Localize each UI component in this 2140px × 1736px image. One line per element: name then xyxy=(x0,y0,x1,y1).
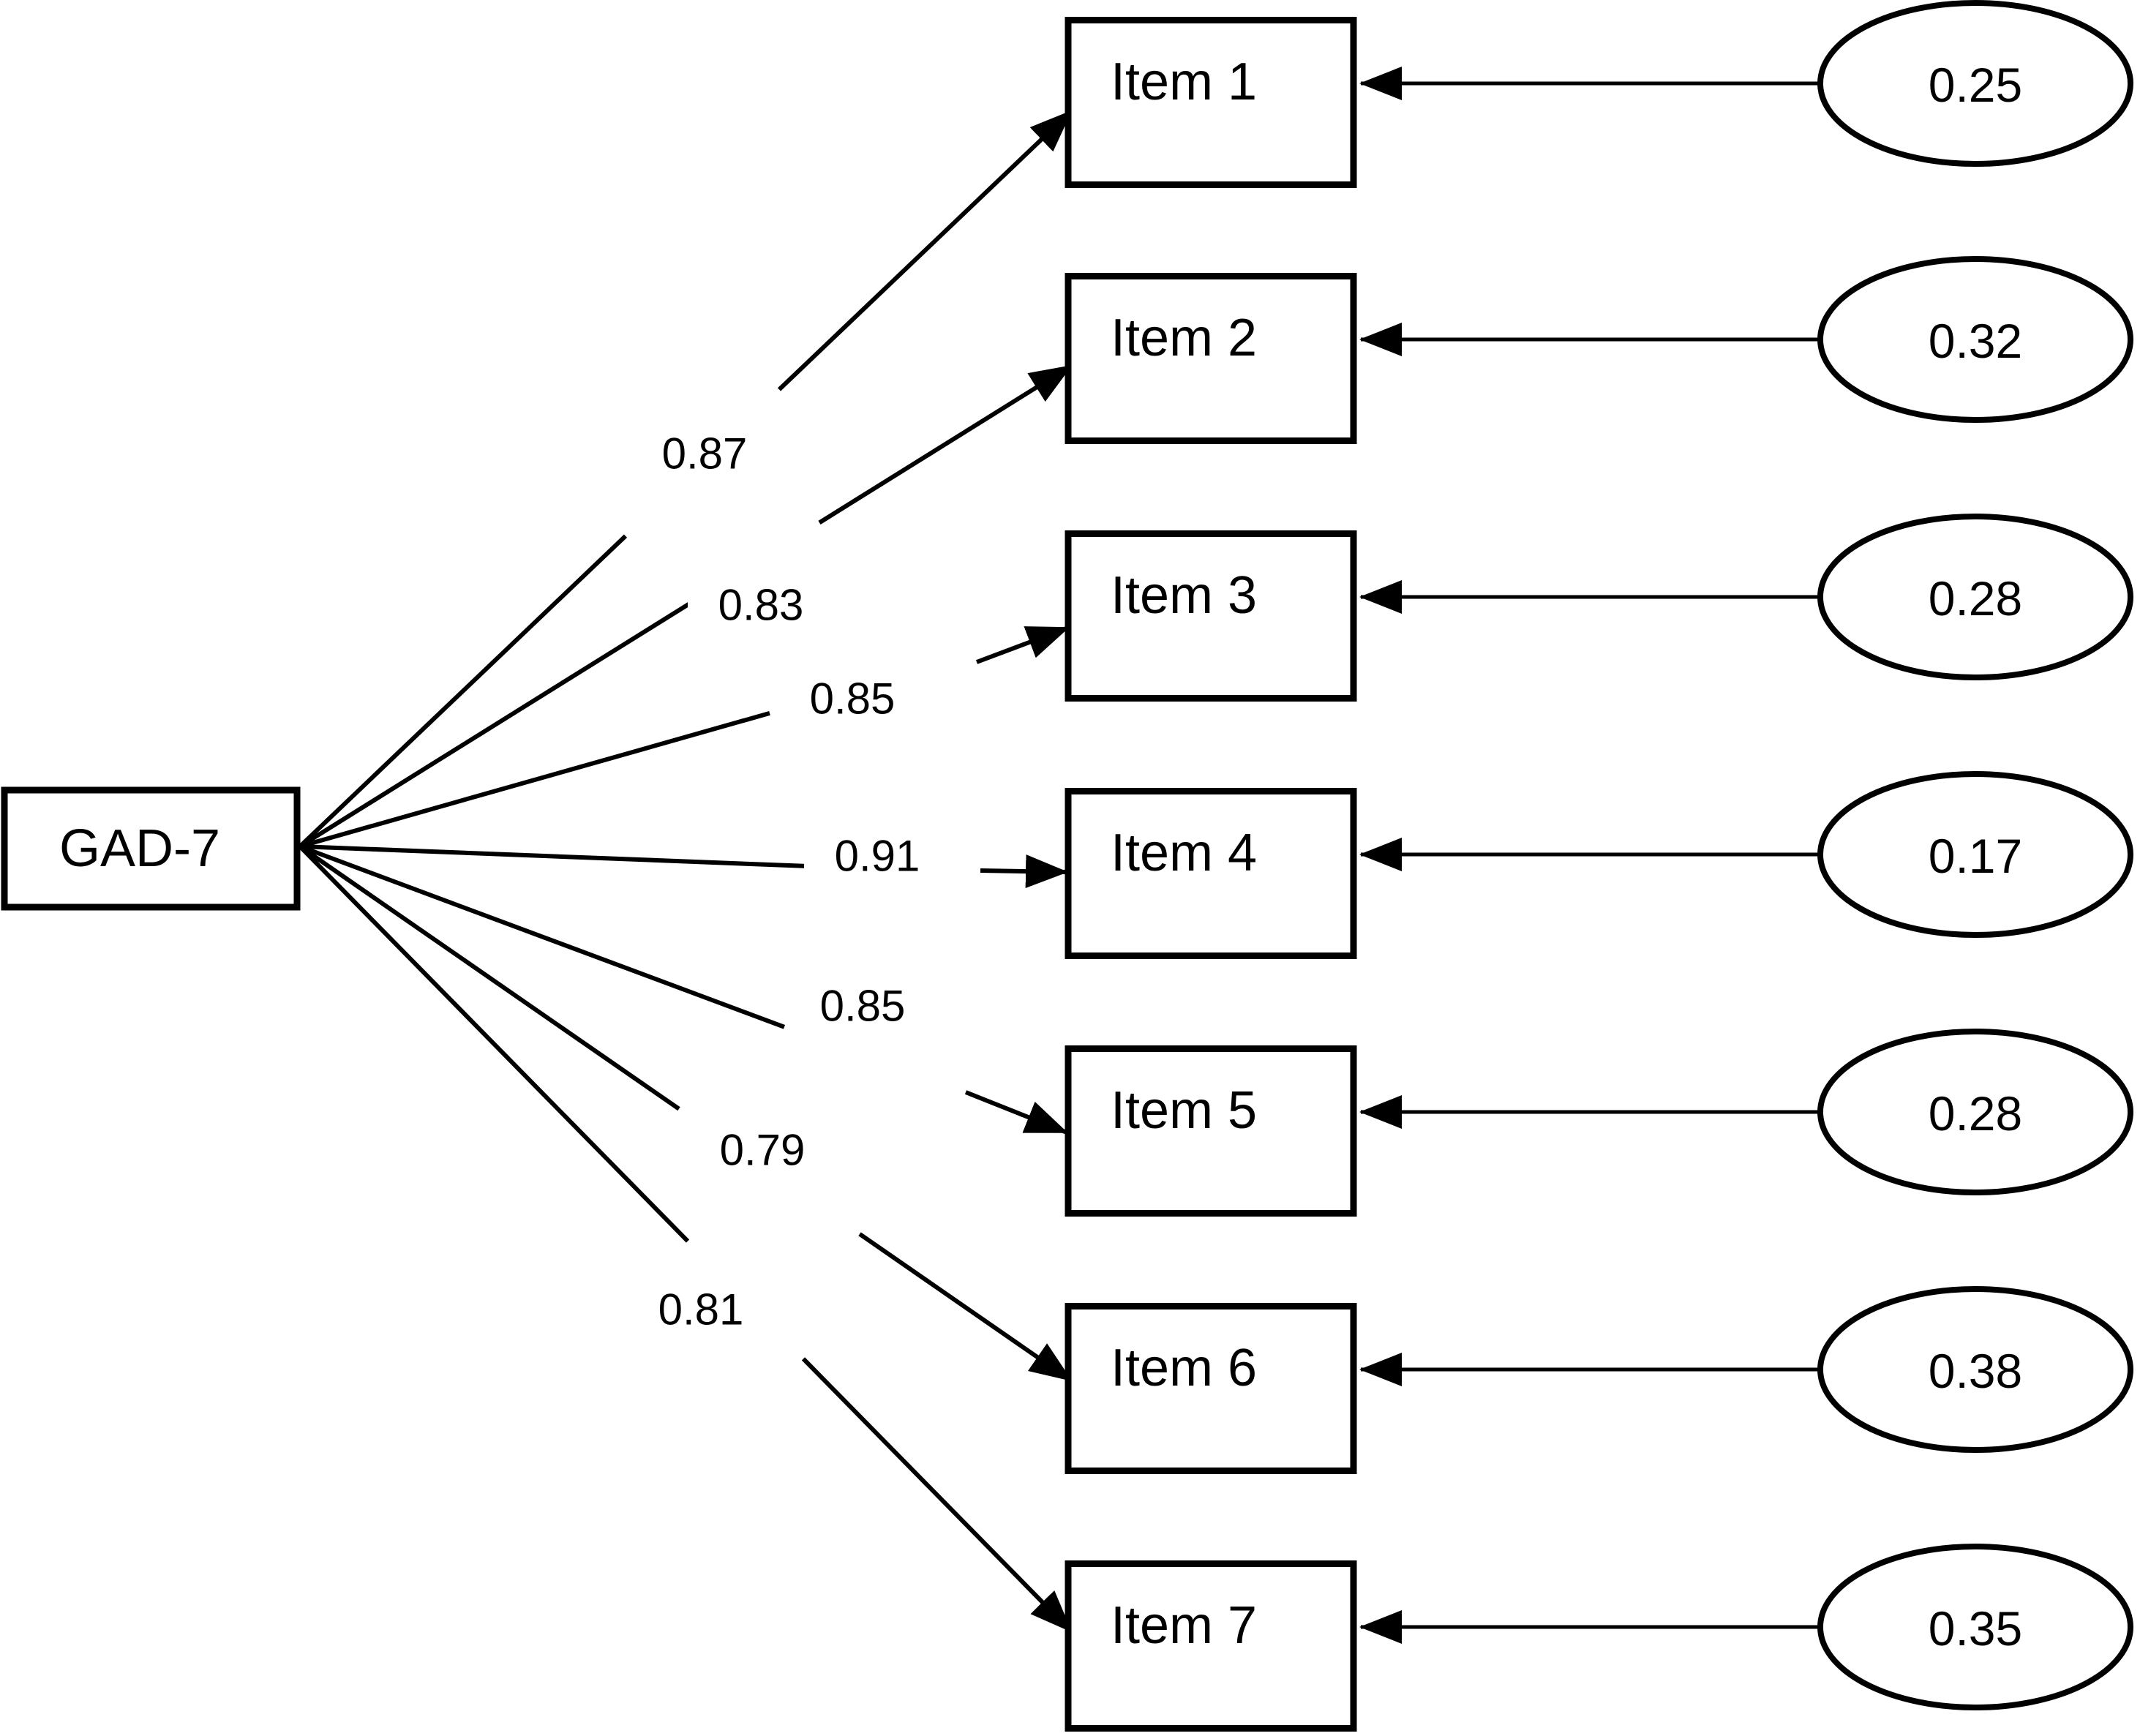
item-box xyxy=(1065,273,1357,444)
item-label: Item 6 xyxy=(1111,1339,1257,1397)
residual-ellipse xyxy=(1817,256,2133,423)
loading-label: 0.91 xyxy=(835,832,920,881)
item-label: Item 2 xyxy=(1111,309,1257,367)
loading-path-arrow xyxy=(975,625,1070,664)
factor-label: GAD-7 xyxy=(59,819,220,878)
loading-label-backing xyxy=(804,824,950,888)
loading-path-arrow xyxy=(980,854,1068,889)
labels-layer: 0.870.830.850.910.850.790.81 xyxy=(628,421,950,1342)
residual-ellipse xyxy=(1817,514,2133,680)
loading-path-segment xyxy=(299,844,786,1029)
item-box xyxy=(1065,1045,1357,1217)
item-box xyxy=(1065,530,1357,702)
item-box xyxy=(1065,1560,1357,1732)
loading-label-backing xyxy=(631,421,778,486)
loading-label: 0.81 xyxy=(658,1285,744,1334)
item-box xyxy=(1065,1303,1357,1474)
residual-value: 0.38 xyxy=(1929,1344,2022,1398)
loading-path-segment xyxy=(298,844,690,1243)
residual-value: 0.17 xyxy=(1929,829,2022,883)
loading-path-arrow xyxy=(777,109,1073,391)
loading-label-backing xyxy=(688,573,834,637)
loading-path-segment xyxy=(299,844,680,1111)
loading-path-arrow xyxy=(964,1090,1068,1135)
residual-ellipse xyxy=(1817,0,2133,167)
item-box xyxy=(1065,17,1357,188)
loading-path-segment xyxy=(299,598,697,849)
loading-label-backing xyxy=(628,1277,774,1342)
item-label: Item 7 xyxy=(1111,1596,1257,1655)
loading-label: 0.79 xyxy=(720,1126,806,1175)
loading-label-backing xyxy=(689,1118,836,1182)
residual-value: 0.28 xyxy=(1929,571,2022,625)
loading-path-segment xyxy=(299,710,770,849)
item-label: Item 1 xyxy=(1111,53,1257,111)
loading-path-arrow xyxy=(801,1357,1073,1634)
loading-label: 0.85 xyxy=(810,675,896,724)
loading-label: 0.83 xyxy=(718,581,804,630)
residual-ellipse xyxy=(1817,1286,2133,1453)
loading-label-backing xyxy=(779,666,926,731)
residual-value: 0.35 xyxy=(1929,1601,2022,1656)
loading-label: 0.87 xyxy=(662,429,748,478)
loading-path-arrow xyxy=(858,1232,1073,1383)
loading-label: 0.85 xyxy=(820,982,906,1031)
residual-value: 0.32 xyxy=(1929,314,2022,368)
item-label: Item 5 xyxy=(1111,1081,1257,1140)
path-lines-layer xyxy=(298,67,1823,1644)
loading-path-arrow xyxy=(818,364,1073,525)
item-label: Item 3 xyxy=(1111,566,1257,625)
residual-value: 0.25 xyxy=(1929,58,2022,112)
residual-ellipse xyxy=(1817,771,2133,938)
item-box xyxy=(1065,788,1357,959)
loading-label-backing xyxy=(789,974,936,1038)
factor-box xyxy=(1,786,301,911)
residual-value: 0.28 xyxy=(1929,1086,2022,1141)
item-label: Item 4 xyxy=(1111,824,1257,882)
residual-ellipse xyxy=(1817,1544,2133,1710)
loading-path-segment xyxy=(298,534,628,849)
residual-ellipse xyxy=(1817,1029,2133,1195)
loading-path-segment xyxy=(299,844,809,869)
